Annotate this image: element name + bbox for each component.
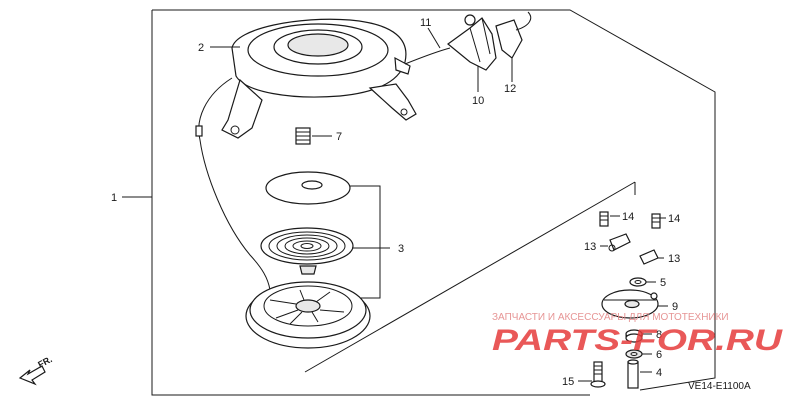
callout-13-right: 13 — [668, 253, 680, 265]
watermark-brand: PARTS-FOR.RU — [492, 324, 784, 357]
rope-clip — [195, 125, 203, 137]
shaft-pin-4 — [627, 359, 639, 389]
ratchet-right — [639, 249, 659, 265]
spring-8 — [625, 329, 643, 343]
callout-3: 3 — [398, 243, 404, 255]
callout-8: 8 — [656, 329, 662, 341]
callout-15: 15 — [562, 376, 574, 388]
ratchet-left — [608, 233, 631, 252]
small-spring-7 — [295, 127, 311, 145]
ratchet-spring-left — [599, 211, 609, 227]
callout-9: 9 — [672, 301, 678, 313]
callout-13-left: 13 — [584, 241, 596, 253]
callout-2: 2 — [198, 42, 204, 54]
callout-14-right: 14 — [668, 213, 680, 225]
bracket-3 — [350, 185, 390, 299]
washer-5 — [629, 277, 647, 287]
starter-rope — [198, 77, 271, 291]
diagram-code: VE14-E1100A — [688, 381, 751, 392]
starter-grip — [447, 14, 497, 71]
leader-11 — [427, 27, 441, 49]
friction-plate-9 — [601, 289, 659, 319]
callout-14-left: 14 — [622, 211, 634, 223]
spring-cover-plate — [265, 171, 351, 205]
callout-5: 5 — [660, 277, 666, 289]
starter-rope-top — [404, 47, 451, 65]
callout-10: 10 — [472, 95, 484, 107]
callout-11: 11 — [420, 17, 431, 29]
assembly-frame — [151, 9, 716, 396]
callout-7: 7 — [336, 131, 342, 143]
callout-12: 12 — [504, 83, 516, 95]
ratchet-spring-right — [651, 213, 661, 229]
front-direction-arrow-icon — [18, 365, 46, 386]
starter-case — [221, 18, 417, 139]
starter-reel — [245, 281, 371, 349]
callout-1: 1 — [111, 192, 117, 204]
watermark-tagline: ЗАПЧАСТИ И АКСЕССУАРЫ ДЛЯ МОТОТЕХНИКИ — [492, 312, 729, 323]
subassembly-frame — [304, 181, 636, 373]
callout-6: 6 — [656, 349, 662, 361]
callout-4: 4 — [656, 367, 662, 379]
grip-insert — [495, 11, 532, 59]
recoil-spring — [260, 227, 354, 275]
direction-label: FR. — [36, 354, 53, 370]
bolt-15 — [590, 361, 606, 388]
